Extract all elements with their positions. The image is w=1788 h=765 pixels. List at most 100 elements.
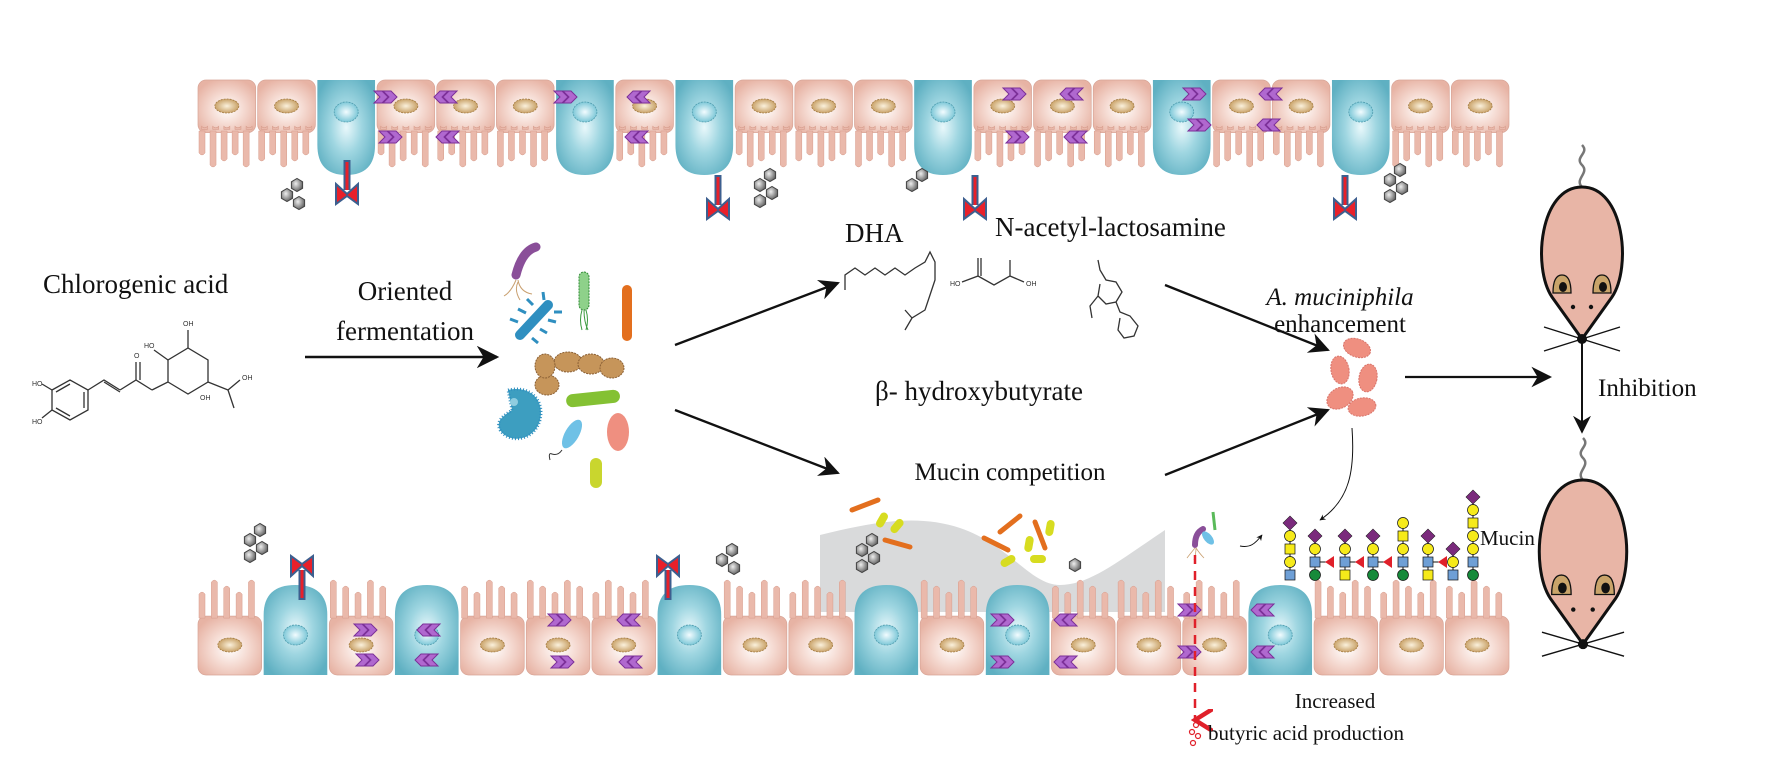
microvilli: [1093, 130, 1145, 168]
nucleus: [870, 98, 896, 114]
metabolite-hexagon: [725, 542, 739, 558]
glcnac: [1422, 556, 1434, 568]
nucleus: [1202, 637, 1227, 653]
mouse-eye: [1558, 582, 1567, 594]
sialic-acid: [1337, 528, 1353, 544]
inhibition-label: Inhibition: [1598, 375, 1697, 402]
svg-text:HO: HO: [32, 381, 43, 388]
tight-junction-icon: [377, 130, 403, 144]
microvilli: [592, 579, 649, 619]
chlorogenic-acid-label: Chlorogenic acid: [43, 269, 229, 299]
muciniphila-label-line2: enhancement: [1274, 311, 1406, 338]
mouse-tail: [1578, 144, 1586, 188]
enterocyte-cell: [591, 579, 656, 676]
tight-junction-icon: [1258, 87, 1284, 101]
fucose: [1355, 556, 1364, 568]
nucleus: [939, 637, 965, 653]
metabolite-hexagon: [727, 560, 741, 576]
bacterium-lightblue: [548, 419, 583, 461]
metabolite-hexagon: [753, 177, 767, 193]
tight-junction-icon: [989, 613, 1015, 627]
tight-junction-icon: [618, 655, 644, 669]
goblet-cell: [675, 80, 734, 175]
nucleus: [676, 624, 702, 646]
galactose: [1422, 543, 1434, 555]
glucose: [1467, 569, 1479, 581]
receptor-icon: [1333, 175, 1357, 221]
svg-text:OH: OH: [200, 395, 211, 402]
galactose: [1467, 543, 1479, 555]
galnac: [1422, 569, 1434, 581]
microvilli: [738, 125, 790, 130]
enterocyte-cell: [1444, 579, 1510, 676]
enterocyte-cell: [1450, 79, 1510, 168]
enterocyte-cell: [1182, 579, 1247, 676]
tight-junction-icon: [1053, 613, 1079, 627]
tight-junction-icon: [1181, 87, 1207, 101]
galactose: [1397, 517, 1409, 529]
glucose: [1367, 569, 1379, 581]
enterocyte-cell: [1092, 79, 1152, 168]
glycan-chain: [1307, 528, 1334, 581]
goblet-cell: [854, 585, 919, 675]
mucin-competition-label: Mucin competition: [915, 459, 1106, 486]
microvilli: [330, 579, 387, 619]
nucleus: [393, 98, 419, 114]
nucleus: [480, 637, 505, 653]
goblet-cell: [1248, 585, 1313, 675]
bacterium-pink: [607, 413, 629, 451]
nucleus: [751, 98, 777, 114]
svg-text:OH: OH: [1026, 281, 1037, 288]
microvilli: [258, 130, 310, 168]
metabolite-hexagon: [1393, 162, 1407, 178]
arrow-to-mucin: [1319, 427, 1354, 521]
tight-junction-icon: [624, 130, 650, 144]
mouse-nostril: [1590, 607, 1595, 612]
beta-hydroxybutyrate-label: β- hydroxybutyrate: [875, 376, 1083, 406]
nucleus: [1109, 98, 1135, 114]
mouse-eye: [1559, 282, 1567, 292]
svg-text:OH: OH: [183, 321, 194, 328]
arrow-metabolites-to-muciniphila: [1164, 283, 1330, 353]
enterocyte-cell: [197, 79, 257, 168]
nucleus: [811, 98, 837, 114]
microvilli: [1036, 125, 1088, 130]
metabolite-hexagon: [715, 552, 729, 568]
nucleus: [545, 637, 571, 653]
microvilli: [527, 579, 583, 619]
nucleus: [1070, 637, 1096, 653]
enterocyte-cell: [919, 579, 985, 676]
microvilli: [1096, 125, 1148, 130]
fucose: [1325, 556, 1334, 568]
microvilli: [798, 125, 850, 130]
bacterium-green-bar: [566, 389, 620, 408]
tight-junction-icon: [1250, 645, 1276, 659]
metabolite-hexagon: [905, 177, 919, 193]
nucleus: [348, 637, 374, 653]
galnac: [1284, 543, 1296, 555]
tight-junction-icon: [435, 130, 461, 144]
nucleus: [808, 637, 834, 653]
nucleus: [1049, 98, 1075, 114]
nucleus: [1267, 624, 1293, 646]
butyric-acid-label: butyric acid production: [1208, 721, 1404, 745]
microvilli: [380, 125, 432, 130]
nucleus: [1399, 637, 1424, 653]
microvilli: [857, 125, 909, 130]
mucin-glycans: [1282, 489, 1481, 581]
svg-text:HO: HO: [950, 281, 961, 288]
microvilli: [1392, 130, 1444, 168]
microvilli: [497, 130, 548, 168]
nucleus: [1005, 624, 1031, 646]
gut-microbiota-cluster: [497, 242, 632, 488]
sialic-acid: [1307, 528, 1323, 544]
galnac: [1467, 517, 1479, 529]
microvilli: [1213, 130, 1264, 168]
goblet-cell: [914, 80, 972, 175]
tight-junction-icon: [989, 655, 1015, 669]
galactose: [1467, 530, 1479, 542]
metabolite-hexagon: [915, 167, 929, 183]
metabolite-hexagon: [865, 532, 879, 548]
dha-label: DHA: [845, 218, 904, 248]
